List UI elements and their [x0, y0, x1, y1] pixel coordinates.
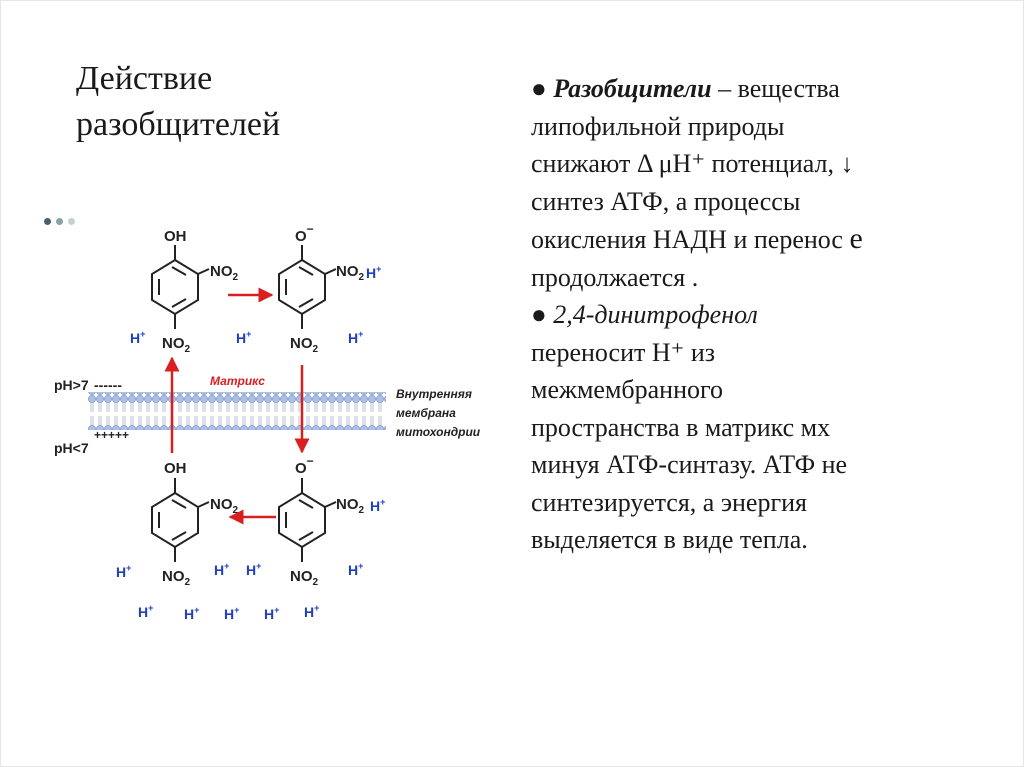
protons: H+ H+ H+ H+ H+ H+ H+ H+ H+ H+ H+ H+ H+ H… — [116, 264, 385, 622]
bullet-marker: ● — [531, 300, 547, 329]
bullet-marker: ● — [531, 74, 547, 103]
proton: H+ — [236, 329, 251, 346]
text-span: – вещества — [711, 74, 840, 103]
label-oh: OH — [164, 460, 187, 477]
ring-bottom-left — [151, 478, 210, 562]
bullet-2-line-7: выделяется в виде тепла. — [531, 525, 808, 554]
label-sub: 2 — [359, 272, 365, 283]
label-no: NO — [336, 263, 359, 280]
label-no2: NO2 — [290, 335, 319, 355]
body-text: ● Разобщители – вещества липофильной при… — [531, 70, 1001, 559]
bullet-1-line-2: липофильной природы — [531, 111, 785, 141]
label-no: NO — [290, 568, 313, 585]
label-no: NO — [210, 496, 233, 513]
label-sub: 2 — [313, 344, 319, 355]
label-ph-low: pH<7 — [54, 440, 89, 456]
label-sub: 2 — [313, 577, 319, 588]
bullet-2-line-3: межмембранного — [531, 375, 724, 404]
label-membrane-3: митохондрии — [396, 425, 481, 439]
bullet-1-line-5: окисления НАДН и перенос е — [531, 220, 1001, 259]
proton: H+ — [370, 497, 385, 514]
slide-title: Действие разобщителей — [76, 56, 280, 148]
label-ph-high: pH>7 — [54, 377, 89, 393]
label-no: NO — [162, 335, 185, 352]
uncoupler-diagram: OH NO2 NO2 O− NO2 NO2 OH NO2 NO2 O− NO2 … — [54, 222, 481, 622]
label-sub: 2 — [359, 505, 365, 516]
label-oh: OH — [164, 228, 187, 245]
label-no: NO — [290, 335, 313, 352]
proton: H+ — [184, 605, 199, 622]
title-line-1: Действие — [76, 60, 213, 97]
ring-top-right — [278, 245, 337, 329]
label-no2: NO2 — [162, 568, 191, 588]
term-uncouplers: Разобщители — [553, 74, 712, 103]
ring-bottom-right — [278, 478, 337, 562]
proton: H+ — [116, 563, 131, 580]
bullet-2-line-2: переносит Н⁺ из — [531, 337, 716, 367]
label-no2: NO2 — [336, 263, 365, 283]
label-no2: NO2 — [336, 496, 365, 516]
proton: H+ — [138, 603, 153, 620]
label-o-minus: O− — [295, 454, 314, 477]
bullet-2-line-6: синтезируется, а энергия — [531, 487, 807, 517]
ring-top-left — [151, 245, 210, 329]
label-minus: − — [307, 454, 314, 468]
proton: H+ — [348, 561, 363, 578]
electron-symbol: е — [849, 222, 863, 255]
label-o-minus: O− — [295, 222, 314, 245]
decorative-dots — [44, 212, 80, 230]
label-matrix: Матрикс — [210, 374, 265, 388]
title-line-2: разобщителей — [76, 106, 281, 143]
label-dashes: ------ — [94, 377, 122, 393]
label-no2: NO2 — [210, 263, 239, 283]
label-sub: 2 — [185, 577, 191, 588]
term-dinitrophenol: 2,4-динитрофенол — [553, 300, 758, 329]
proton: H+ — [224, 605, 239, 622]
bullet-2-line-4: пространства в матрикс мх — [531, 412, 831, 442]
lipid-bilayer — [88, 392, 386, 430]
label-no: NO — [162, 568, 185, 585]
label-membrane-1: Внутренняя — [396, 387, 472, 401]
bullet-1-line-4: синтез АТФ, а процессы — [531, 186, 801, 216]
bullet-2-line-5: минуя АТФ-синтазу. АТФ не — [531, 450, 848, 479]
proton: H+ — [246, 561, 261, 578]
bullet-1-line-6: продолжается . — [531, 262, 699, 292]
label-no2: NO2 — [162, 335, 191, 355]
label-sub: 2 — [185, 344, 191, 355]
label-o: O — [295, 460, 307, 477]
label-minus: − — [307, 222, 314, 236]
label-sub: 2 — [233, 272, 239, 283]
bullet-1-line-3: снижают Δ μН⁺ потенциал, ↓ — [531, 149, 854, 178]
label-no2: NO2 — [210, 496, 239, 516]
proton: H+ — [130, 329, 145, 346]
proton: H+ — [366, 264, 381, 281]
label-sub: 2 — [233, 505, 239, 516]
proton: H+ — [348, 329, 363, 346]
label-no: NO — [336, 496, 359, 513]
label-no: NO — [210, 263, 233, 280]
label-pluses: +++++ — [94, 428, 129, 442]
proton: H+ — [304, 603, 319, 620]
bullet-1-line-1: ● Разобщители – вещества — [531, 70, 1001, 108]
label-no2: NO2 — [290, 568, 319, 588]
label-o: O — [295, 228, 307, 245]
proton: H+ — [214, 561, 229, 578]
text-span: окисления НАДН и перенос — [531, 225, 850, 254]
bullet-2-line-1: ● 2,4-динитрофенол — [531, 296, 1001, 334]
label-membrane-2: мембрана — [396, 406, 456, 420]
proton: H+ — [264, 605, 279, 622]
